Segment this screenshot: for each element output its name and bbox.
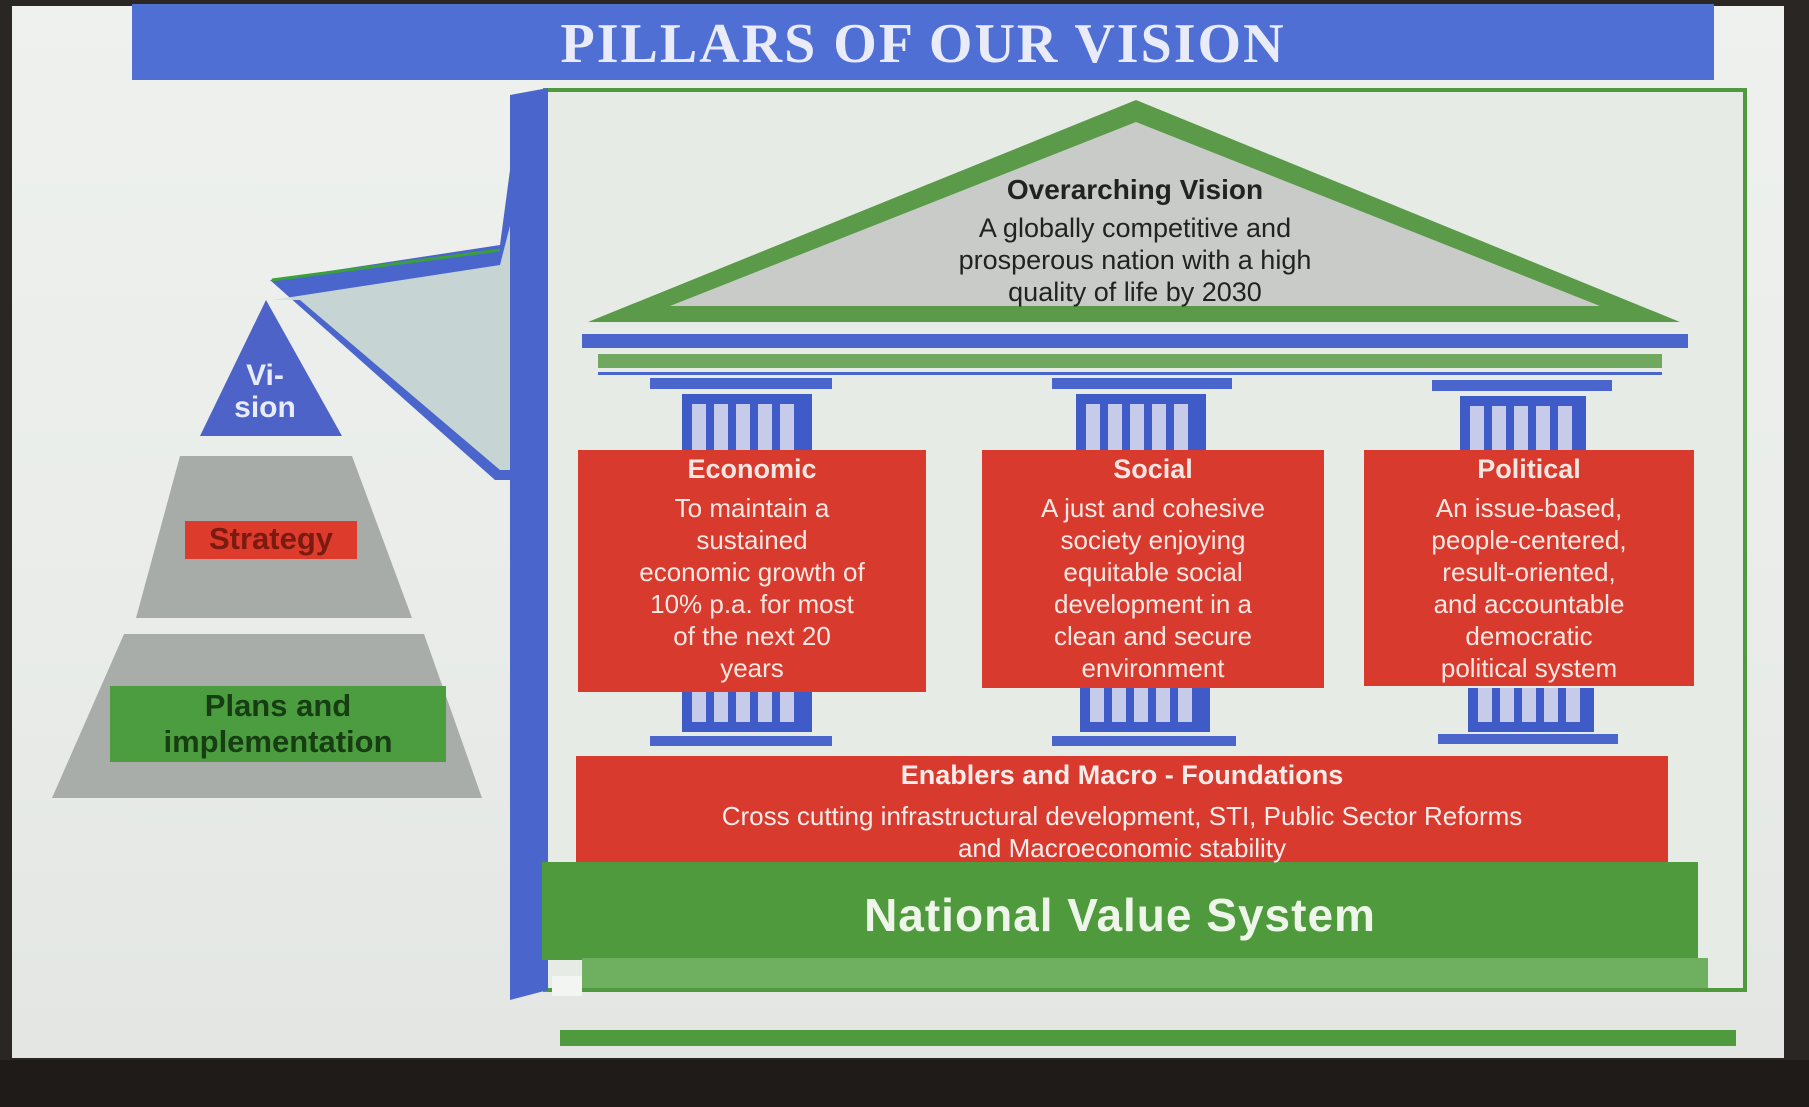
column-capital-social xyxy=(1052,378,1232,389)
pyramid-vision-tier xyxy=(200,300,342,436)
pillar-text-social: A just and cohesive society enjoying equ… xyxy=(1040,493,1266,683)
entablature-line xyxy=(598,372,1662,375)
pillar-box-social xyxy=(982,450,1324,688)
column-base-social xyxy=(1052,736,1236,746)
column-top-social xyxy=(1076,394,1206,450)
entablature-bar-middle xyxy=(598,354,1662,368)
title-bar: PILLARS OF OUR VISION xyxy=(132,4,1714,80)
slide-title: PILLARS OF OUR VISION xyxy=(560,13,1286,75)
column-top-political xyxy=(1460,396,1586,450)
column-bottom-social xyxy=(1080,688,1210,732)
column-base-political xyxy=(1438,734,1618,744)
lower-green-band xyxy=(560,1030,1736,1046)
pillar-text-economic: To maintain a sustained economic growth … xyxy=(639,493,865,683)
foundation-heading: Enablers and Macro - Foundations xyxy=(900,760,1344,790)
column-base-economic xyxy=(650,736,832,746)
connector-light xyxy=(272,108,540,470)
connector-line xyxy=(271,248,501,282)
column-capital-political xyxy=(1432,380,1612,391)
roof-heading: Overarching Vision xyxy=(1006,174,1264,205)
pillar-heading-economic: Economic xyxy=(687,454,817,484)
pillar-heading-political: Political xyxy=(1477,454,1581,484)
base-slab xyxy=(542,862,1698,960)
foundation-text: Cross cutting infrastructural developmen… xyxy=(721,801,1523,863)
frame-side xyxy=(510,88,548,1000)
column-top-economic xyxy=(682,394,812,450)
base-step-notch xyxy=(552,976,582,996)
column-bottom-political xyxy=(1468,688,1594,732)
foundation-box xyxy=(576,756,1668,868)
column-capital-economic xyxy=(650,378,832,389)
pyramid-vision-label: Vi- sion xyxy=(234,359,296,424)
screen-bottom-edge xyxy=(0,1060,1809,1107)
pillar-heading-social: Social xyxy=(1113,454,1193,484)
base-label: National Value System xyxy=(864,889,1376,941)
pillar-text-political: An issue-based, people-centered, result-… xyxy=(1431,493,1627,683)
base-step xyxy=(582,958,1708,988)
roof-text: A globally competitive and prosperous na… xyxy=(958,213,1312,307)
pyramid-plans-label: Plans and implementation xyxy=(163,688,393,759)
strategy-label-bg xyxy=(185,521,357,559)
entablature-bar-top xyxy=(582,334,1688,348)
pyramid-strategy-label: Strategy xyxy=(208,521,334,556)
pillar-box-political xyxy=(1364,450,1694,686)
roof-inner xyxy=(670,122,1600,306)
plans-label-bg xyxy=(110,686,446,762)
pillar-box-economic xyxy=(578,450,926,692)
column-bottom-economic xyxy=(682,688,812,732)
